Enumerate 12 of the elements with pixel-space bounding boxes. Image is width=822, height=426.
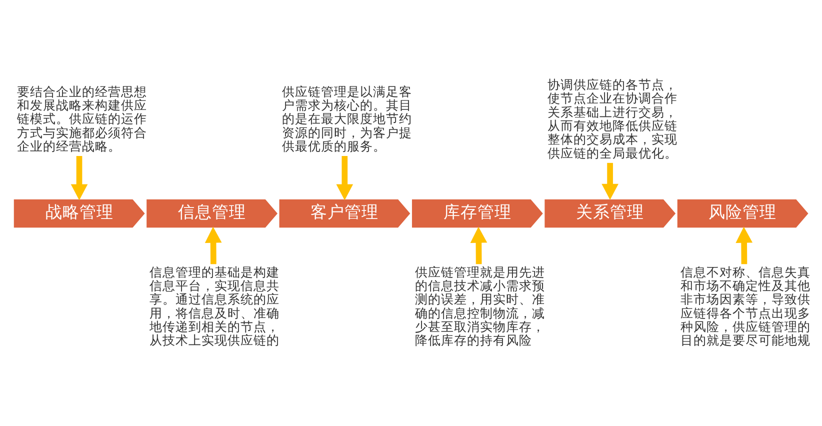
node-text: 供应链管理就是用先进的信息技术减小需求预测的误差，用实时、准确的信息控制物流，减少甚至取消实物库存，降低库存的持有风险: [414, 264, 545, 348]
arrow: [470, 226, 488, 264]
node-text: 信息不对称、信息失真和市场不确定性及其他非市场因素等，导致供应链得各个节点出现多种风险，供应链管理的目的就是要尽可能地规: [680, 264, 810, 348]
arrow: [602, 162, 618, 200]
node-text: 协调供应链的各节点，使节点企业在协调合作关系基础上进行交易，从而有效地降低供应链整体的交易成本，实现供应链的全局最优化。: [548, 76, 678, 160]
arrow: [336, 156, 354, 200]
node-text: 要结合企业的经营思想和发展战略来构建供应链模式。供应链的运作方式与实施都必须符合企业的经营战略。: [16, 83, 147, 153]
arrow: [70, 156, 88, 200]
arrow: [736, 226, 753, 264]
node-text: 供应链管理是以满足客户需求为核心的。其目的是在最大限度地节约资源的同时，为客户提供最优质的服务。: [282, 83, 412, 153]
arrow: [204, 226, 222, 264]
node-text: 信息管理的基础是构建信息平台，实现信息共享。通过信息系统的应用，将信息及时、准确地传递到相关的节点，从技术上实现供应链的: [150, 264, 280, 348]
